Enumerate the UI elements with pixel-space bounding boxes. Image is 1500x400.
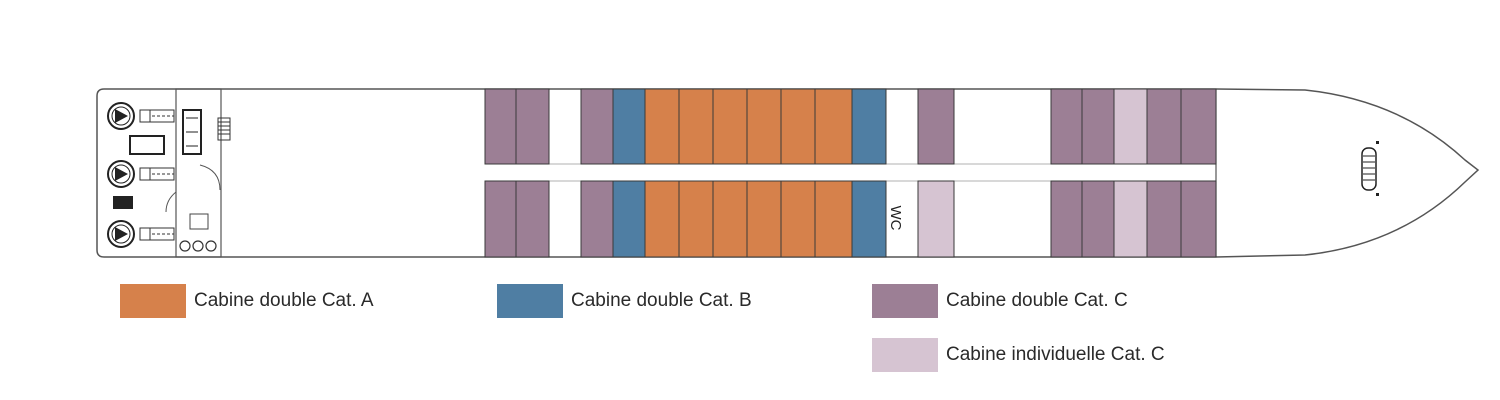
cabin-cat-a <box>712 88 748 165</box>
cabin-cat-a <box>746 88 782 165</box>
cabin-cat-a <box>746 180 782 258</box>
cabin-cat-c <box>1081 180 1115 258</box>
cabin-cat-a <box>644 88 680 165</box>
cabin-cat-a <box>814 180 853 258</box>
cabin-cat-c <box>1050 88 1083 165</box>
legend-item-cat-a: Cabine double Cat. A <box>120 284 374 318</box>
staircase-icon <box>217 117 231 141</box>
legend-label-cat-c: Cabine double Cat. C <box>946 290 1128 311</box>
legend-swatch-cat-a <box>120 284 186 318</box>
cabin-cat-b <box>851 180 887 258</box>
cabin-cat-b <box>612 88 646 165</box>
pump-icon <box>179 240 191 252</box>
cabin-row-bottom <box>484 180 1217 258</box>
cabin-cat-c <box>1180 88 1217 165</box>
cabin-cat-b <box>612 180 646 258</box>
control-box-icon <box>189 213 209 230</box>
legend-item-cat-b: Cabine double Cat. B <box>497 284 752 318</box>
engine-icon <box>182 109 202 155</box>
deck-plan: WC <box>96 88 1480 258</box>
door-arc <box>165 191 177 213</box>
cabin-cat-c <box>1146 88 1182 165</box>
cabin-cat-c <box>580 180 614 258</box>
cabin-cat-c <box>1081 88 1115 165</box>
legend-item-cat-c: Cabine double Cat. C <box>872 284 1128 318</box>
cabin-cat-c <box>484 180 517 258</box>
cabin-single-cat-c <box>917 180 955 258</box>
cabin-cat-c <box>515 88 550 165</box>
cabin-cat-a <box>644 180 680 258</box>
pump-icon <box>205 240 217 252</box>
cabin-cat-c <box>580 88 614 165</box>
propeller-icon <box>107 160 175 188</box>
legend-label-cat-b: Cabine double Cat. B <box>571 290 752 311</box>
legend-swatch-cat-c-single <box>872 338 938 372</box>
cabin-cat-c <box>515 180 550 258</box>
legend-item-cat-c-single: Cabine individuelle Cat. C <box>872 338 1165 372</box>
wc-label: WC <box>887 206 904 231</box>
cabin-cat-c <box>1050 180 1083 258</box>
cabin-cat-a <box>814 88 853 165</box>
generator-block <box>113 196 133 209</box>
legend-label-cat-c-single: Cabine individuelle Cat. C <box>946 344 1165 365</box>
cabin-cat-c <box>917 88 955 165</box>
cabin-cat-c <box>484 88 517 165</box>
bow-anchor-icon <box>1361 141 1379 196</box>
propeller-icon <box>107 102 175 130</box>
cabin-cat-c <box>1146 180 1182 258</box>
legend-label-cat-a: Cabine double Cat. A <box>194 290 374 311</box>
cabin-row-top <box>484 88 1217 165</box>
cabin-cat-c <box>1180 180 1217 258</box>
cabin-cat-b <box>851 88 887 165</box>
cabin-cat-a <box>712 180 748 258</box>
pump-icon <box>192 240 204 252</box>
cabin-single-cat-c <box>1113 88 1148 165</box>
cabin-single-cat-c <box>1113 180 1148 258</box>
legend-swatch-cat-c <box>872 284 938 318</box>
thruster-block <box>129 135 165 155</box>
cabin-cat-a <box>780 180 816 258</box>
stern-machinery <box>107 88 231 258</box>
door-arc <box>199 164 221 191</box>
cabin-cat-a <box>780 88 816 165</box>
propeller-icon <box>107 220 175 248</box>
cabin-cat-a <box>678 180 714 258</box>
cabin-cat-a <box>678 88 714 165</box>
engine-room-wall <box>175 88 222 258</box>
legend-swatch-cat-b <box>497 284 563 318</box>
